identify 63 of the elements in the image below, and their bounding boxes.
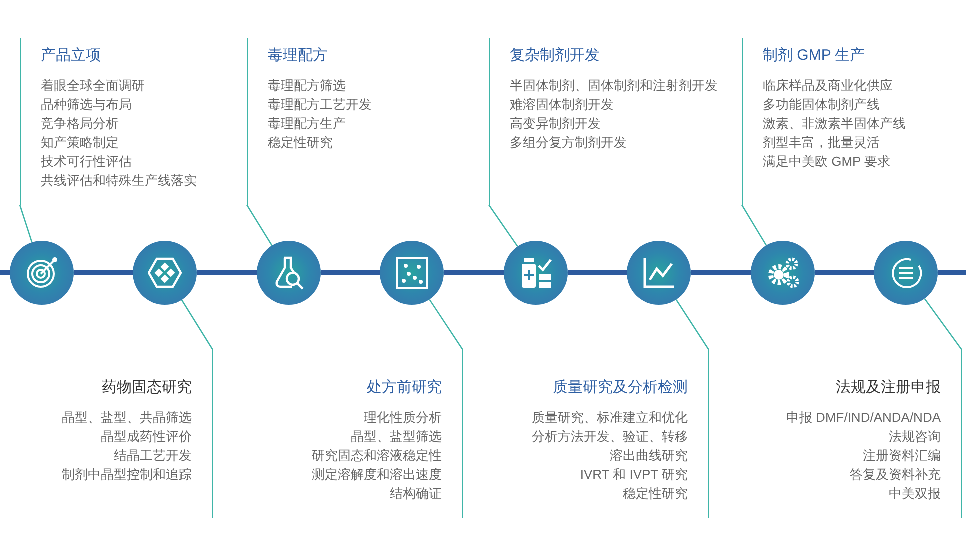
list-item: 法规咨询 <box>889 429 941 444</box>
leader-line <box>181 300 214 350</box>
timeline-line <box>815 270 874 276</box>
list-item: 制剂中晶型控制和追踪 <box>62 467 192 482</box>
leader-line <box>676 299 710 350</box>
list-item: 注册资料汇编 <box>863 448 941 463</box>
list-item: 溶出曲线研究 <box>610 448 688 463</box>
leader-line <box>741 204 768 246</box>
list-item: 稳定性研究 <box>623 486 688 501</box>
timeline-line <box>691 270 751 276</box>
timeline-line <box>197 270 257 276</box>
list-item: 分析方法开发、验证、转移 <box>532 429 688 444</box>
timeline-line <box>568 270 627 276</box>
leader-line <box>246 204 273 246</box>
panel-heading: 复杂制剂开发 <box>510 46 600 66</box>
list-item: 竞争格局分析 <box>41 116 119 131</box>
list-item: 答复及资料补充 <box>850 467 941 482</box>
list-item: 毒理配方生产 <box>268 116 346 131</box>
list-item: 晶型成药性评价 <box>101 429 192 444</box>
leader-line <box>924 298 963 350</box>
list-item: 剂型丰富，批量灵活 <box>763 135 880 150</box>
leader-line <box>429 299 464 350</box>
list-item: 结晶工艺开发 <box>114 448 192 463</box>
list-item: 临床样品及商业化供应 <box>763 78 893 93</box>
timeline-line <box>938 270 966 276</box>
list-item: 高变异制剂开发 <box>510 116 601 131</box>
list-item: 激素、非激素半固体产线 <box>763 116 906 131</box>
list-item: 满足中美欧 GMP 要求 <box>763 154 891 169</box>
list-item: 毒理配方工艺开发 <box>268 97 372 112</box>
list-item: 质量研究、标准建立和优化 <box>532 410 688 425</box>
list-item: 品种筛选与布局 <box>41 97 132 112</box>
panel-heading: 毒理配方 <box>268 46 328 66</box>
timeline-line <box>74 270 133 276</box>
list-item: 多组分复方制剂开发 <box>510 135 627 150</box>
list-item: 多功能固体制剂产线 <box>763 97 880 112</box>
leader-line <box>19 204 33 243</box>
timeline-line <box>0 270 10 276</box>
panel-heading: 药物固态研究 <box>102 378 192 398</box>
panel-heading: 制剂 GMP 生产 <box>763 46 866 66</box>
list-item: 知产策略制定 <box>41 135 119 150</box>
list-item: 着眼全球全面调研 <box>41 78 145 93</box>
list-item: 毒理配方筛选 <box>268 78 346 93</box>
list-item: 技术可行性评估 <box>41 154 132 169</box>
list-item: 理化性质分析 <box>364 410 442 425</box>
panel-heading: 产品立项 <box>41 46 101 66</box>
list-item: 半固体制剂、固体制剂和注射剂开发 <box>510 78 718 93</box>
timeline-line <box>321 270 380 276</box>
list-item: 晶型、盐型筛选 <box>351 429 442 444</box>
panel-heading: 处方前研究 <box>367 378 442 398</box>
list-item: 共线评估和特殊生产线落实 <box>41 173 197 188</box>
list-item: 难溶固体制剂开发 <box>510 97 614 112</box>
list-item: 稳定性研究 <box>268 135 333 150</box>
list-item: 中美双报 <box>889 486 941 501</box>
timeline-line <box>444 270 504 276</box>
panel-heading: 质量研究及分析检测 <box>553 378 688 398</box>
list-item: 结构确证 <box>390 486 442 501</box>
list-item: 研究固态和溶液稳定性 <box>312 448 442 463</box>
list-item: 申报 DMF/IND/ANDA/NDA <box>786 410 941 425</box>
list-item: 测定溶解度和溶出速度 <box>312 467 442 482</box>
list-item: IVRT 和 IVPT 研究 <box>580 467 688 482</box>
panel-heading: 法规及注册申报 <box>836 378 941 398</box>
list-item: 晶型、盐型、共晶筛选 <box>62 410 192 425</box>
leader-line <box>488 204 518 248</box>
